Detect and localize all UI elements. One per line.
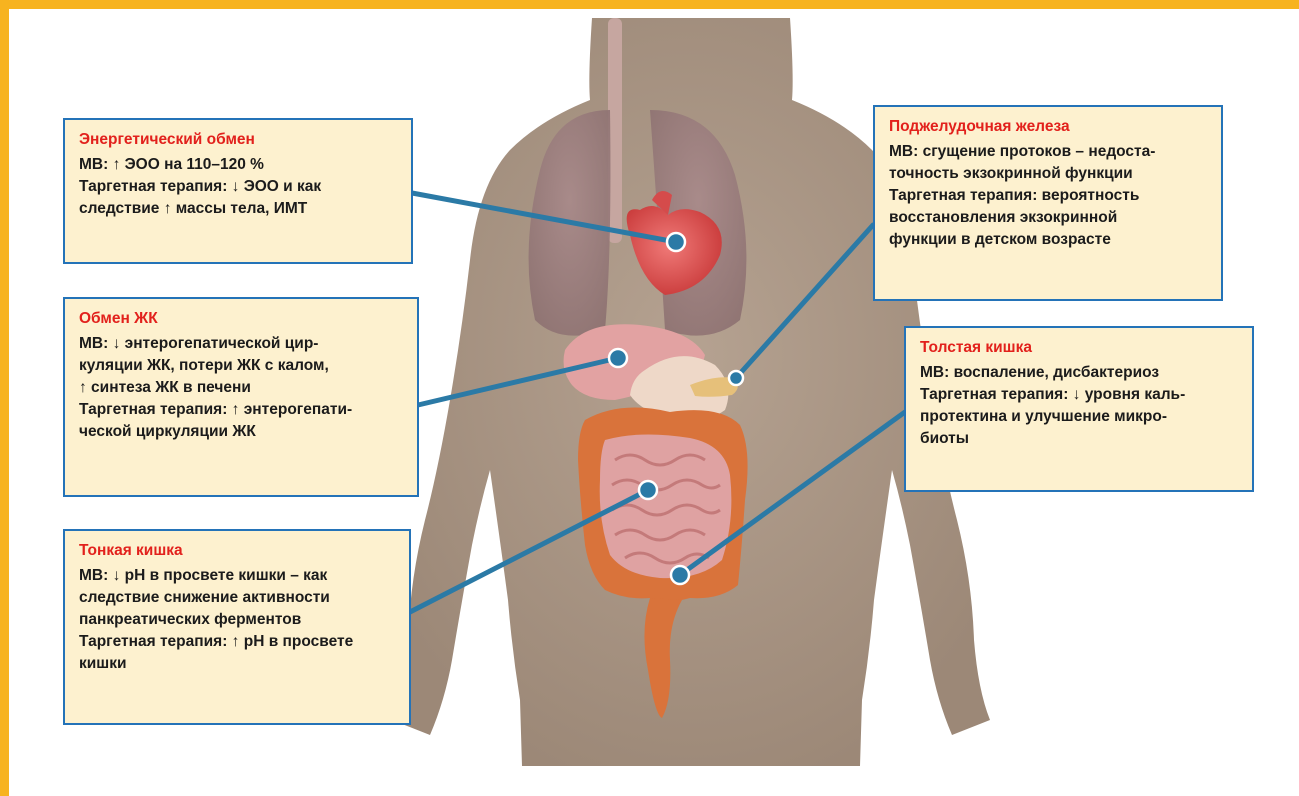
colon-text: МВ: воспаление, дисбактериоз Таргетная т… [920,362,1240,450]
energy-metabolism-text: МВ: ↑ ЭОО на 110–120 % Таргетная терапия… [79,154,399,220]
colon-title: Толстая кишка [920,338,1240,358]
bile-acid-metabolism-title: Обмен ЖК [79,309,405,329]
colon-box: Толстая кишка МВ: воспаление, дисбактери… [904,326,1254,492]
marker-pancreas [729,371,743,385]
small-intestine-box: Тонкая кишка МВ: ↓ pH в просвете кишки –… [63,529,411,725]
pancreas-text: МВ: сгущение протоков – недоста- точност… [889,141,1209,251]
marker-small-intestine [639,481,657,499]
bile-acid-metabolism-box: Обмен ЖК МВ: ↓ энтерогепатической цир- к… [63,297,419,497]
bile-acid-metabolism-text: МВ: ↓ энтерогепатической цир- куляции ЖК… [79,333,405,443]
marker-colon [671,566,689,584]
energy-metabolism-title: Энергетический обмен [79,130,399,150]
small-intestine-title: Тонкая кишка [79,541,397,561]
small-intestine-text: МВ: ↓ pH в просвете кишки – как следстви… [79,565,397,675]
marker-heart [667,233,685,251]
pancreas-title: Поджелудочная железа [889,117,1209,137]
marker-liver [609,349,627,367]
energy-metabolism-box: Энергетический обмен МВ: ↑ ЭОО на 110–12… [63,118,413,264]
pancreas-box: Поджелудочная железа МВ: сгущение проток… [873,105,1223,301]
